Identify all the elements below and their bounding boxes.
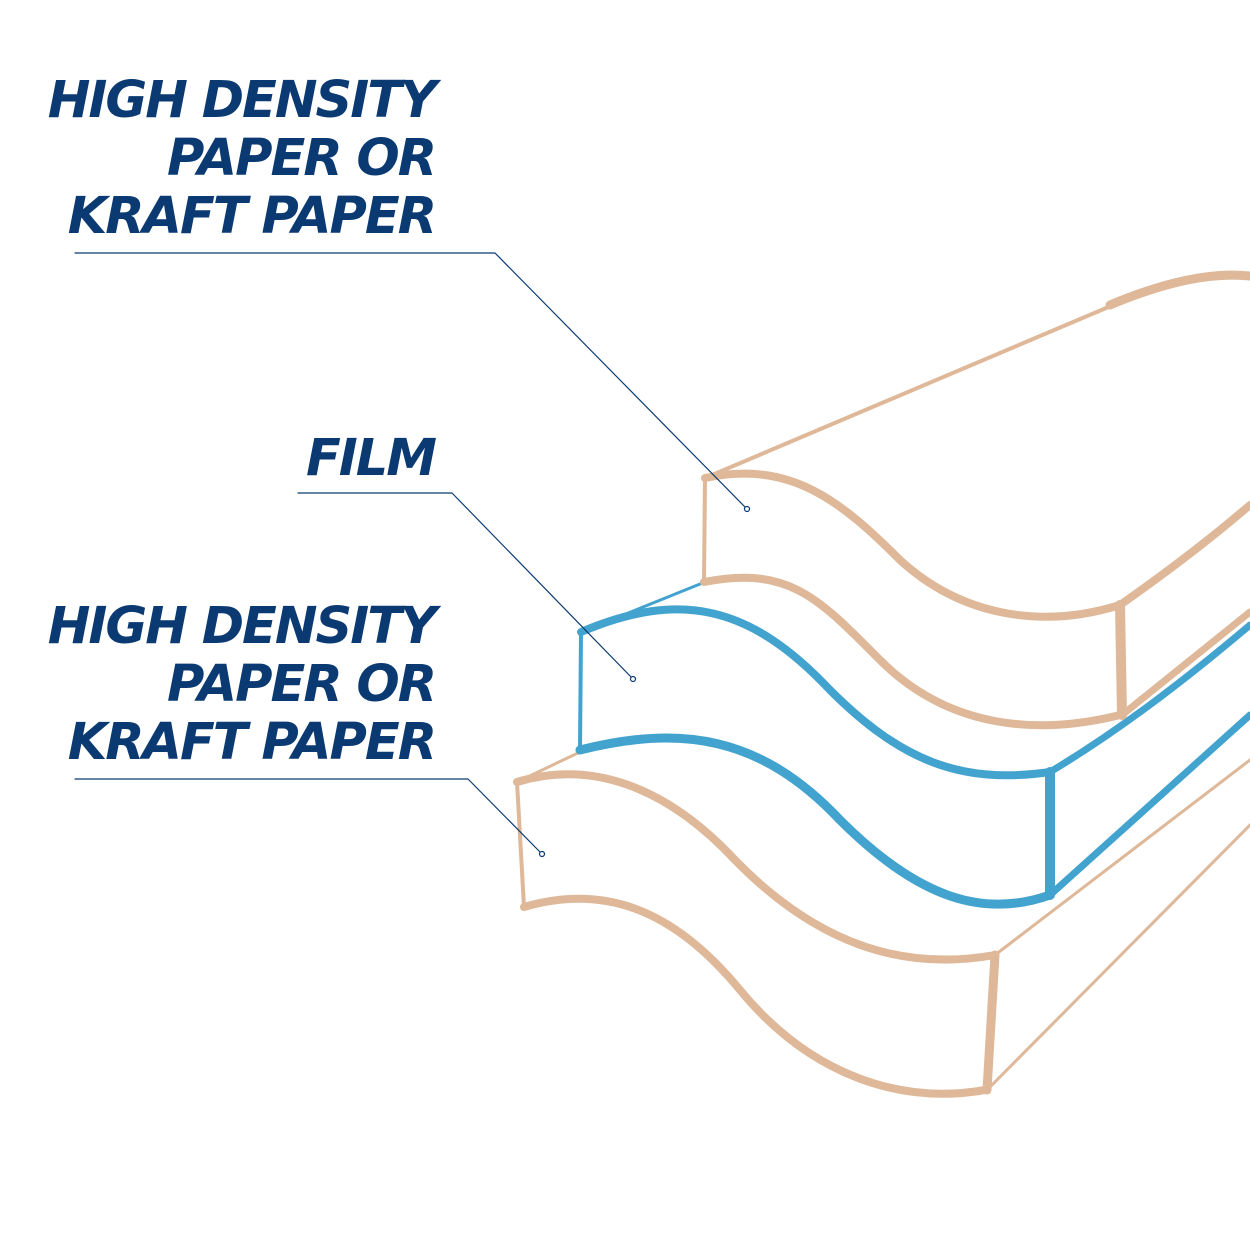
top-paper-top-back-edge-thick <box>1105 270 1250 310</box>
leader-lines <box>74 252 751 858</box>
leader-dot-top-paper <box>743 505 751 513</box>
leader-dot-bottom-paper <box>538 850 546 858</box>
film-top-right-edge <box>1046 621 1250 776</box>
label-line: KRAFT PAPER <box>67 713 437 772</box>
label-top-paper-layer: HIGH DENSITY PAPER OR KRAFT PAPER <box>47 71 437 246</box>
top-paper-bottom-right-edge <box>1118 608 1250 719</box>
leader-line-film <box>297 492 634 680</box>
top-paper-layer <box>700 270 1250 730</box>
bottom-paper-right-edge <box>982 950 1000 1095</box>
label-line: HIGH DENSITY <box>47 597 437 656</box>
top-paper-left-edge <box>702 476 707 584</box>
top-paper-top-back-edge <box>703 270 1250 480</box>
bottom-paper-top-right-edge <box>993 758 1250 957</box>
film-front-bottom-wave <box>575 733 1055 909</box>
film-front-top-wave <box>577 605 1054 780</box>
top-paper-right-edge <box>1115 600 1127 720</box>
label-bottom-paper-layer: HIGH DENSITY PAPER OR KRAFT PAPER <box>47 597 437 772</box>
bottom-paper-front-top-wave <box>513 770 999 964</box>
label-line: PAPER OR <box>166 129 437 188</box>
top-paper-front-bottom-wave <box>700 573 1124 730</box>
label-line: HIGH DENSITY <box>47 71 437 130</box>
bottom-paper-left-edge <box>515 780 526 909</box>
leader-dot-film <box>629 675 637 683</box>
top-paper-front-top-wave <box>701 469 1124 621</box>
label-film-layer: FILM <box>305 429 437 488</box>
film-layer <box>575 580 1250 909</box>
bottom-paper-bottom-right-edge <box>985 823 1250 1092</box>
leader-line-top-paper <box>74 252 748 510</box>
film-bottom-right-edge <box>1046 711 1250 899</box>
film-left-edge <box>578 630 583 752</box>
label-line: PAPER OR <box>166 655 437 714</box>
label-line: KRAFT PAPER <box>67 187 437 246</box>
label-line: FILM <box>305 429 437 488</box>
bottom-paper-front-bottom-wave <box>520 894 989 1098</box>
leader-line-bottom-paper <box>74 778 543 855</box>
top-paper-top-right-edge <box>1116 501 1250 609</box>
bottom-paper-layer <box>513 750 1250 1098</box>
